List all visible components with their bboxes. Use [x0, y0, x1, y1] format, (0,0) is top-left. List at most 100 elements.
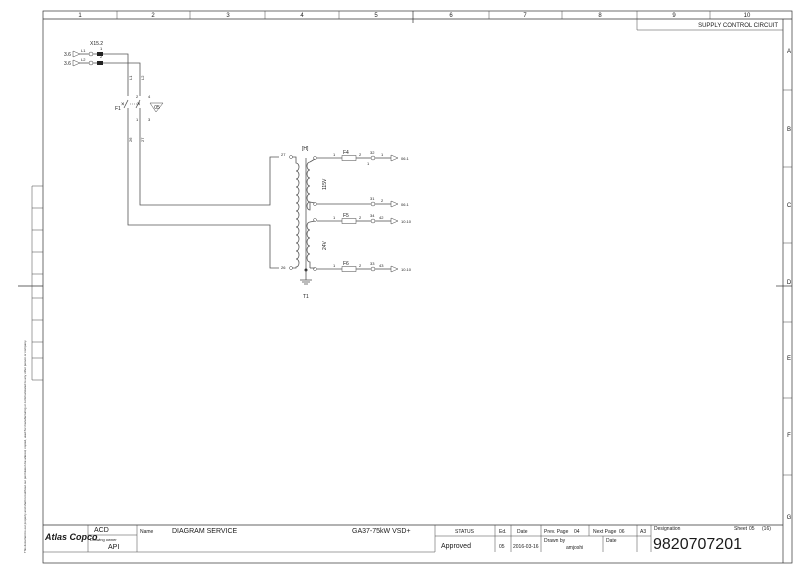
- column-ticks: [116, 11, 711, 23]
- warning-triangle-icon: [149, 102, 164, 113]
- wire-27: [139, 114, 279, 206]
- terminal-icon: [88, 51, 94, 57]
- title-block: [43, 524, 784, 563]
- drawing-name: DIAGRAM SERVICE: [172, 528, 238, 535]
- primary-terminal: 26: [281, 265, 286, 270]
- input-ref: 3.6: [64, 52, 71, 58]
- row-ticks: [776, 89, 792, 476]
- terminal-icon: [370, 218, 376, 224]
- sheet-label: Sheet: [734, 526, 748, 532]
- department: ACD: [94, 527, 109, 534]
- wire-l2: [103, 62, 141, 96]
- pin-label: 1: [333, 152, 336, 157]
- ground-icon: [300, 279, 312, 285]
- arrow-in-icon: [72, 50, 81, 58]
- drawn-by-label: Drawn by: [544, 538, 566, 544]
- arrow-out-icon: [390, 154, 399, 162]
- terminal-icon: [313, 267, 317, 271]
- row-letter: B: [787, 127, 791, 133]
- drawing-owner: API: [108, 544, 119, 551]
- row-letters: A B C D E F G: [787, 49, 792, 521]
- column-number: 10: [744, 13, 751, 19]
- secondary-winding-115v: [306, 161, 311, 211]
- atlas-copco-logo: Atlas Copco: [44, 532, 98, 542]
- edition: 05: [499, 544, 505, 550]
- primary-terminal: 27: [281, 152, 286, 157]
- terminal-icon: [289, 266, 293, 270]
- row-letter: D: [787, 280, 792, 286]
- output-ref: 10.10: [401, 219, 412, 224]
- date-label: Date: [517, 529, 528, 535]
- primary-winding: [292, 156, 300, 269]
- terminal-number: 33: [370, 261, 375, 266]
- connector-label: X15.2: [90, 41, 103, 47]
- connector-pin-label: 1: [100, 46, 103, 51]
- wire-label: 1: [367, 161, 370, 166]
- pin-label: 4: [148, 94, 151, 99]
- wire-label: 43: [379, 263, 384, 268]
- next-page: 06: [619, 529, 625, 535]
- column-number: 3: [226, 13, 230, 19]
- wire-label: L1: [81, 48, 86, 53]
- wire-l1: [103, 53, 129, 96]
- svg-text:×: ×: [137, 102, 141, 108]
- fuse-f4-symbol: [341, 155, 357, 161]
- column-number: 2: [151, 13, 155, 19]
- secondary-winding-24v: [306, 221, 311, 268]
- fuse-label: F4: [343, 150, 349, 156]
- column-numbers: 1 2 3 4 5 6 7 8 9 10: [78, 13, 751, 19]
- fuse-label: F6: [343, 261, 349, 267]
- fuse-f1-symbol: × ×: [121, 99, 141, 114]
- connector-pin-label: 2: [100, 54, 103, 59]
- svg-text:×: ×: [121, 102, 125, 108]
- wire-label: L2: [140, 75, 145, 80]
- date-value: 2016-03-16: [513, 544, 539, 550]
- terminal-number: 31: [370, 196, 375, 201]
- terminal-icon: [370, 155, 376, 161]
- left-margin-boxes: [18, 185, 43, 381]
- wire-label: 42: [379, 215, 384, 220]
- arrow-out-icon: [390, 217, 399, 225]
- designation-label: Designation: [654, 526, 681, 532]
- output-ref: 10.10: [401, 267, 412, 272]
- drawn-by: amjoshi: [566, 545, 583, 551]
- pin-label: 1: [333, 215, 336, 220]
- row-letter: E: [787, 356, 791, 362]
- pin-label: 3: [148, 117, 151, 122]
- wire-label: 27: [140, 137, 145, 142]
- pin-label: 2: [359, 152, 362, 157]
- wire-label: L1: [128, 75, 133, 80]
- wire-26: [127, 114, 279, 269]
- sheet-border: [42, 10, 793, 564]
- fuse-label: F1: [115, 106, 121, 112]
- ed-label: Ed.: [499, 529, 507, 535]
- terminal-icon: [289, 155, 293, 159]
- row-letter: C: [787, 203, 792, 209]
- drawing-owner-label: Drawing owner: [90, 537, 117, 542]
- wire-label: L2: [81, 57, 86, 62]
- wire-label: 26: [128, 137, 133, 142]
- name-label: Name: [140, 529, 154, 535]
- sheet-number: 05: [749, 526, 755, 532]
- terminal-number: 34: [370, 213, 375, 218]
- fuse-label: F5: [343, 213, 349, 219]
- terminal-icon: [370, 266, 376, 272]
- column-number: 5: [374, 13, 378, 19]
- output-ref: 06.1: [401, 156, 410, 161]
- terminal-icon: [88, 60, 94, 66]
- column-number: 1: [78, 13, 82, 19]
- pin-label: 2: [359, 215, 362, 220]
- input-ref: 3.6: [64, 61, 71, 67]
- fuse-f6-symbol: [341, 266, 357, 272]
- model-name: GA37-75kW VSD+: [352, 528, 411, 535]
- wire-label: 2: [381, 198, 384, 203]
- pin-label: 1: [136, 117, 139, 122]
- terminal-icon: [313, 202, 317, 206]
- sheet-title: SUPPLY CONTROL CIRCUIT: [698, 23, 778, 29]
- column-number: 4: [300, 13, 304, 19]
- voltage-label: 115V: [322, 178, 328, 190]
- arrow-in-icon: [72, 59, 81, 67]
- status-label: STATUS: [455, 529, 475, 535]
